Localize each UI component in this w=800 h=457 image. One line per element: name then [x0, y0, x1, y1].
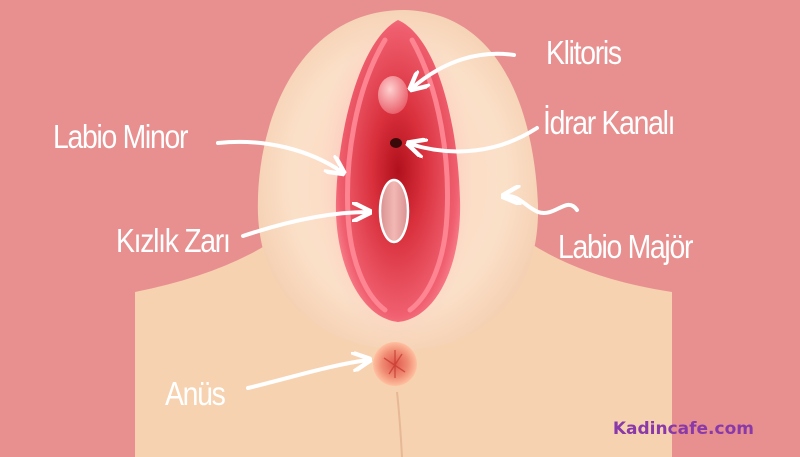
labia-minora-right [407, 37, 450, 313]
label-klitoris: Klitoris [546, 34, 622, 71]
arrow-anus [246, 360, 368, 390]
label-labio-major: Labio Majör [558, 228, 693, 265]
arrow-klitoris [412, 51, 516, 88]
label-labio-minor: Labio Minor [53, 118, 188, 155]
urethra-shape [390, 138, 402, 148]
anus-detail [383, 350, 406, 378]
label-anus: Anüs [165, 375, 226, 412]
site-watermark: Kadincafe.com [612, 419, 754, 439]
arrow-idrar-kanali [410, 126, 539, 151]
clitoris-shape [378, 76, 408, 114]
arrow-labio-major [505, 196, 579, 215]
labia-minora-left [345, 37, 388, 313]
hymen-shape [378, 178, 410, 244]
arrow-kizlik-zari [241, 212, 368, 238]
vestibule-shape [335, 20, 461, 322]
arrow-labio-minor [216, 139, 342, 172]
buttocks-cleft [396, 391, 403, 457]
label-idrar-kanali: İdrar Kanalı [543, 104, 676, 141]
label-kizlik-zari: Kızlık Zarı [116, 222, 231, 259]
